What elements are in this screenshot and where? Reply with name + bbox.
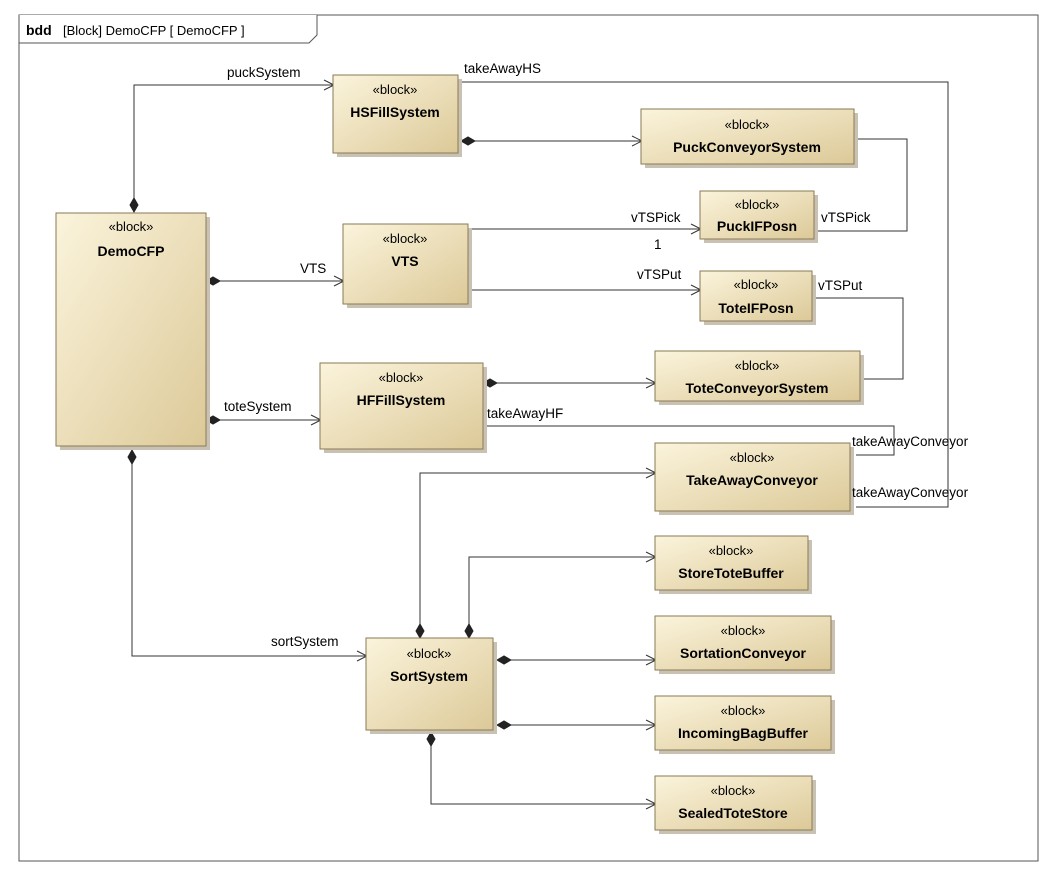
block-storetotebuffer[interactable]: «block» StoreToteBuffer (654, 535, 812, 594)
block-stereotype: «block» (734, 277, 779, 292)
block-stereotype: «block» (379, 370, 424, 385)
block-name: SortationConveyor (680, 645, 807, 661)
connector-puck-if-posn[interactable] (816, 138, 908, 232)
block-sortsystem[interactable]: «block» SortSystem (365, 637, 497, 734)
block-name: StoreToteBuffer (678, 565, 784, 581)
block-vts[interactable]: «block» VTS (342, 223, 472, 308)
connector-sort-system[interactable] (131, 464, 366, 657)
connector-sealed-tote-store[interactable] (430, 746, 655, 805)
role-label-puck-system: puckSystem (227, 65, 301, 80)
block-stereotype: «block» (735, 197, 780, 212)
role-label-tote-system: toteSystem (224, 399, 292, 414)
composition-diamond (415, 622, 425, 640)
role-label-vts-put-left: vTSPut (637, 267, 682, 282)
block-stereotype: «block» (373, 82, 418, 97)
block-name: DemoCFP (98, 243, 165, 259)
connector-sort-take-away[interactable] (419, 472, 655, 624)
composition-diamond (129, 196, 139, 214)
block-puckifposn[interactable]: «block» PuckIFPosn (699, 190, 818, 243)
role-label-multiplicity: 1 (654, 237, 662, 252)
connector-store-tote-buffer[interactable] (468, 556, 655, 624)
composition-diamond (127, 448, 137, 466)
block-name: HSFillSystem (350, 104, 439, 120)
block-sortationconveyor[interactable]: «block» SortationConveyor (654, 615, 835, 674)
composition-diamond (495, 720, 513, 730)
block-stereotype: «block» (711, 783, 756, 798)
block-name: ToteIFPosn (718, 300, 793, 316)
role-label-take-away-hs: takeAwayHS (464, 61, 541, 76)
role-label-vts-pick-right: vTSPick (821, 210, 871, 225)
block-name: PuckConveyorSystem (673, 139, 821, 155)
block-name: SortSystem (390, 668, 468, 684)
composition-diamond (459, 136, 477, 146)
block-toteifposn[interactable]: «block» ToteIFPosn (699, 270, 816, 325)
role-label-sort-system: sortSystem (271, 634, 339, 649)
block-stereotype: «block» (735, 358, 780, 373)
role-label-take-away-hf: takeAwayHF (487, 406, 563, 421)
block-democfp[interactable]: «block» DemoCFP (55, 212, 210, 450)
block-name: TakeAwayConveyor (686, 472, 818, 488)
block-name: HFFillSystem (357, 392, 446, 408)
block-stereotype: «block» (109, 219, 154, 234)
block-name: SealedToteStore (678, 805, 788, 821)
block-takeawayconveyor[interactable]: «block» TakeAwayConveyor (654, 442, 854, 515)
block-puckconveyorsystem[interactable]: «block» PuckConveyorSystem (640, 108, 858, 168)
block-stereotype: «block» (407, 646, 452, 661)
block-sealedtotestore[interactable]: «block» SealedToteStore (654, 775, 816, 834)
role-label-take-away-conveyor-1: takeAwayConveyor (852, 434, 969, 449)
block-name: PuckIFPosn (717, 218, 797, 234)
block-stereotype: «block» (709, 543, 754, 558)
role-label-take-away-conveyor-2: takeAwayConveyor (852, 485, 969, 500)
frame-keyword: bdd (26, 22, 52, 38)
connector-puck-system[interactable] (133, 84, 333, 198)
block-stereotype: «block» (383, 231, 428, 246)
block-hffillsystem[interactable]: «block» HFFillSystem (319, 362, 487, 453)
role-label-vts: VTS (300, 261, 326, 276)
composition-diamond (464, 622, 474, 640)
block-stereotype: «block» (730, 450, 775, 465)
block-hsfillsystem[interactable]: «block» HSFillSystem (332, 74, 462, 157)
block-stereotype: «block» (721, 703, 766, 718)
block-toteconveyorsystem[interactable]: «block» ToteConveyorSystem (654, 350, 864, 405)
block-name: IncomingBagBuffer (678, 725, 808, 741)
role-label-vts-pick-left: vTSPick (631, 210, 681, 225)
block-name: VTS (391, 253, 418, 269)
block-name: ToteConveyorSystem (686, 380, 829, 396)
block-stereotype: «block» (721, 623, 766, 638)
connector-tote-if-posn[interactable] (814, 297, 904, 380)
composition-diamond (426, 730, 436, 748)
connector-take-away-hf[interactable] (484, 425, 895, 456)
role-labels: puckSystem takeAwayHS VTS vTSPick 1 vTSP… (224, 61, 969, 649)
frame-title: [Block] DemoCFP [ DemoCFP ] (63, 23, 245, 38)
role-label-vts-put-right: vTSPut (818, 278, 863, 293)
block-stereotype: «block» (725, 117, 770, 132)
composition-diamond (495, 655, 513, 665)
block-incomingbagbuffer[interactable]: «block» IncomingBagBuffer (654, 695, 835, 754)
connector-take-away-hs[interactable] (461, 81, 949, 508)
